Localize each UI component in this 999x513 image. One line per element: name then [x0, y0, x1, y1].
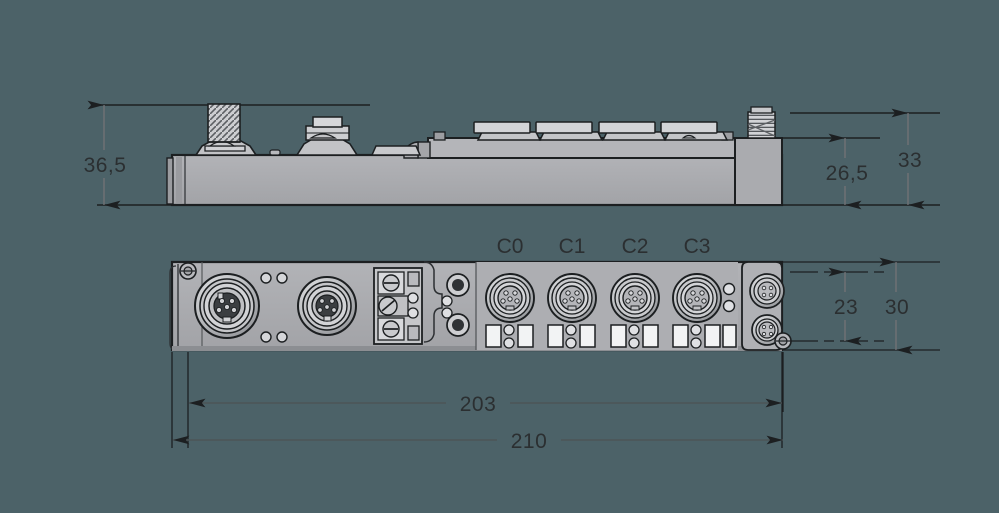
housing-body-side — [170, 153, 784, 207]
dimension-26-5: 26,5 — [818, 133, 876, 210]
dimension-203: 203 — [189, 391, 782, 417]
connector-power-in — [194, 273, 260, 339]
status-led-pair-left — [260, 272, 288, 343]
dimension-33: 33 — [890, 108, 930, 210]
front-right-extension-lines — [782, 261, 940, 351]
thread-hatch-in — [207, 103, 241, 143]
dimension-36-5: 36,5 36,5 — [80, 100, 130, 210]
port-label-c1: C1 — [559, 235, 586, 258]
dimension-210-text: 210 — [511, 430, 548, 453]
connector-power-out — [297, 276, 357, 336]
io-bank-body — [427, 137, 783, 159]
side-small-nub — [269, 149, 281, 156]
housing-left-tab — [166, 157, 174, 205]
port-label-c0: C0 — [497, 235, 524, 258]
connector-m8-lower — [751, 314, 783, 346]
port-indicator-blocks — [485, 324, 737, 349]
port-label-row: C0 C1 C2 C3 — [497, 235, 711, 258]
side-terminal-cover — [370, 145, 422, 156]
connector-c2 — [610, 273, 660, 323]
dimension-36-5-text: 36,5 — [84, 154, 127, 177]
dimension-33-text: 33 — [898, 149, 922, 172]
dimension-210: 210 — [173, 428, 783, 454]
dark-port-pair — [441, 273, 470, 337]
connector-c0 — [485, 273, 535, 323]
connector-c1 — [547, 273, 597, 323]
port-label-c3: C3 — [684, 235, 711, 258]
connector-m8-upper — [749, 273, 785, 309]
dimension-23: 23 — [827, 267, 865, 346]
mounting-hole-right — [774, 332, 792, 350]
connector-c3 — [672, 273, 722, 323]
dimension-30-text: 30 — [885, 296, 909, 319]
front-bottom-extension-lines — [171, 352, 784, 448]
ground-terminal-block — [373, 267, 423, 345]
dimension-23-text: 23 — [834, 296, 858, 319]
front-face-group: C0 C1 C2 C3 — [169, 235, 940, 454]
side-connector-m12-power-out — [295, 116, 359, 156]
dimension-26-5-text: 26,5 — [826, 162, 869, 185]
mounting-hole-left — [179, 262, 197, 280]
terminal-screws — [378, 274, 400, 338]
end-module-side — [734, 137, 783, 206]
dimension-203-text: 203 — [460, 393, 497, 416]
side-connector-m8 — [747, 106, 776, 139]
side-port-blocks — [473, 121, 729, 141]
housing-body-edge-groove — [176, 157, 182, 203]
terminal-clamps — [407, 271, 420, 341]
status-led-pair-right — [722, 282, 736, 313]
side-connector-m12-power-in — [194, 103, 258, 156]
side-elevation-group: 36,5 36,5 26,5 33 — [80, 100, 940, 210]
dimension-30: 30 — [878, 257, 916, 355]
port-label-c2: C2 — [622, 235, 649, 258]
